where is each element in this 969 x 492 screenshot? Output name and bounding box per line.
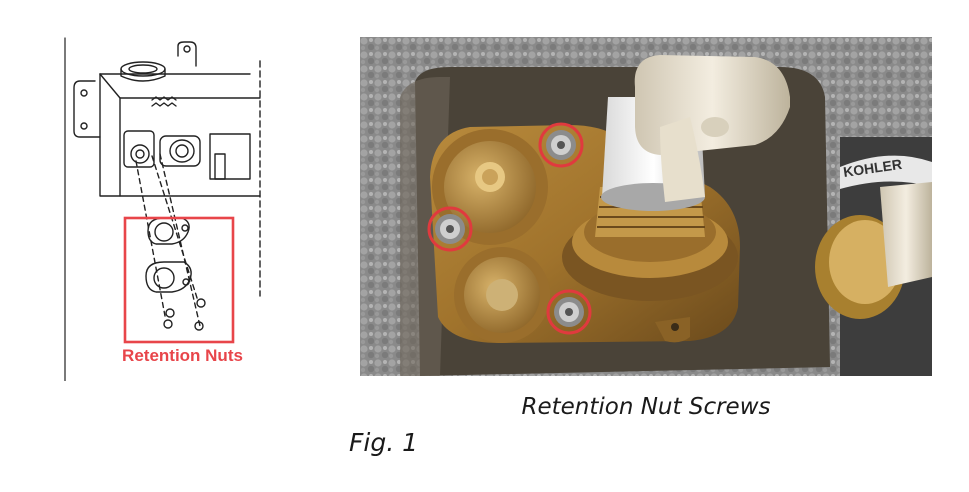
figure-label: Fig. 1 bbox=[349, 428, 418, 457]
retention-nuts-highlight bbox=[123, 216, 235, 344]
retention-screw-bottom bbox=[546, 289, 592, 335]
retention-screw-left bbox=[427, 206, 473, 252]
retention-nut-screws-caption: Retention Nut Screws bbox=[521, 394, 771, 420]
valve-diagram bbox=[64, 37, 261, 381]
retention-nuts-caption: Retention Nuts bbox=[122, 346, 243, 365]
retention-screw-top bbox=[538, 122, 584, 168]
valve-photo: KOHLER bbox=[360, 37, 932, 376]
